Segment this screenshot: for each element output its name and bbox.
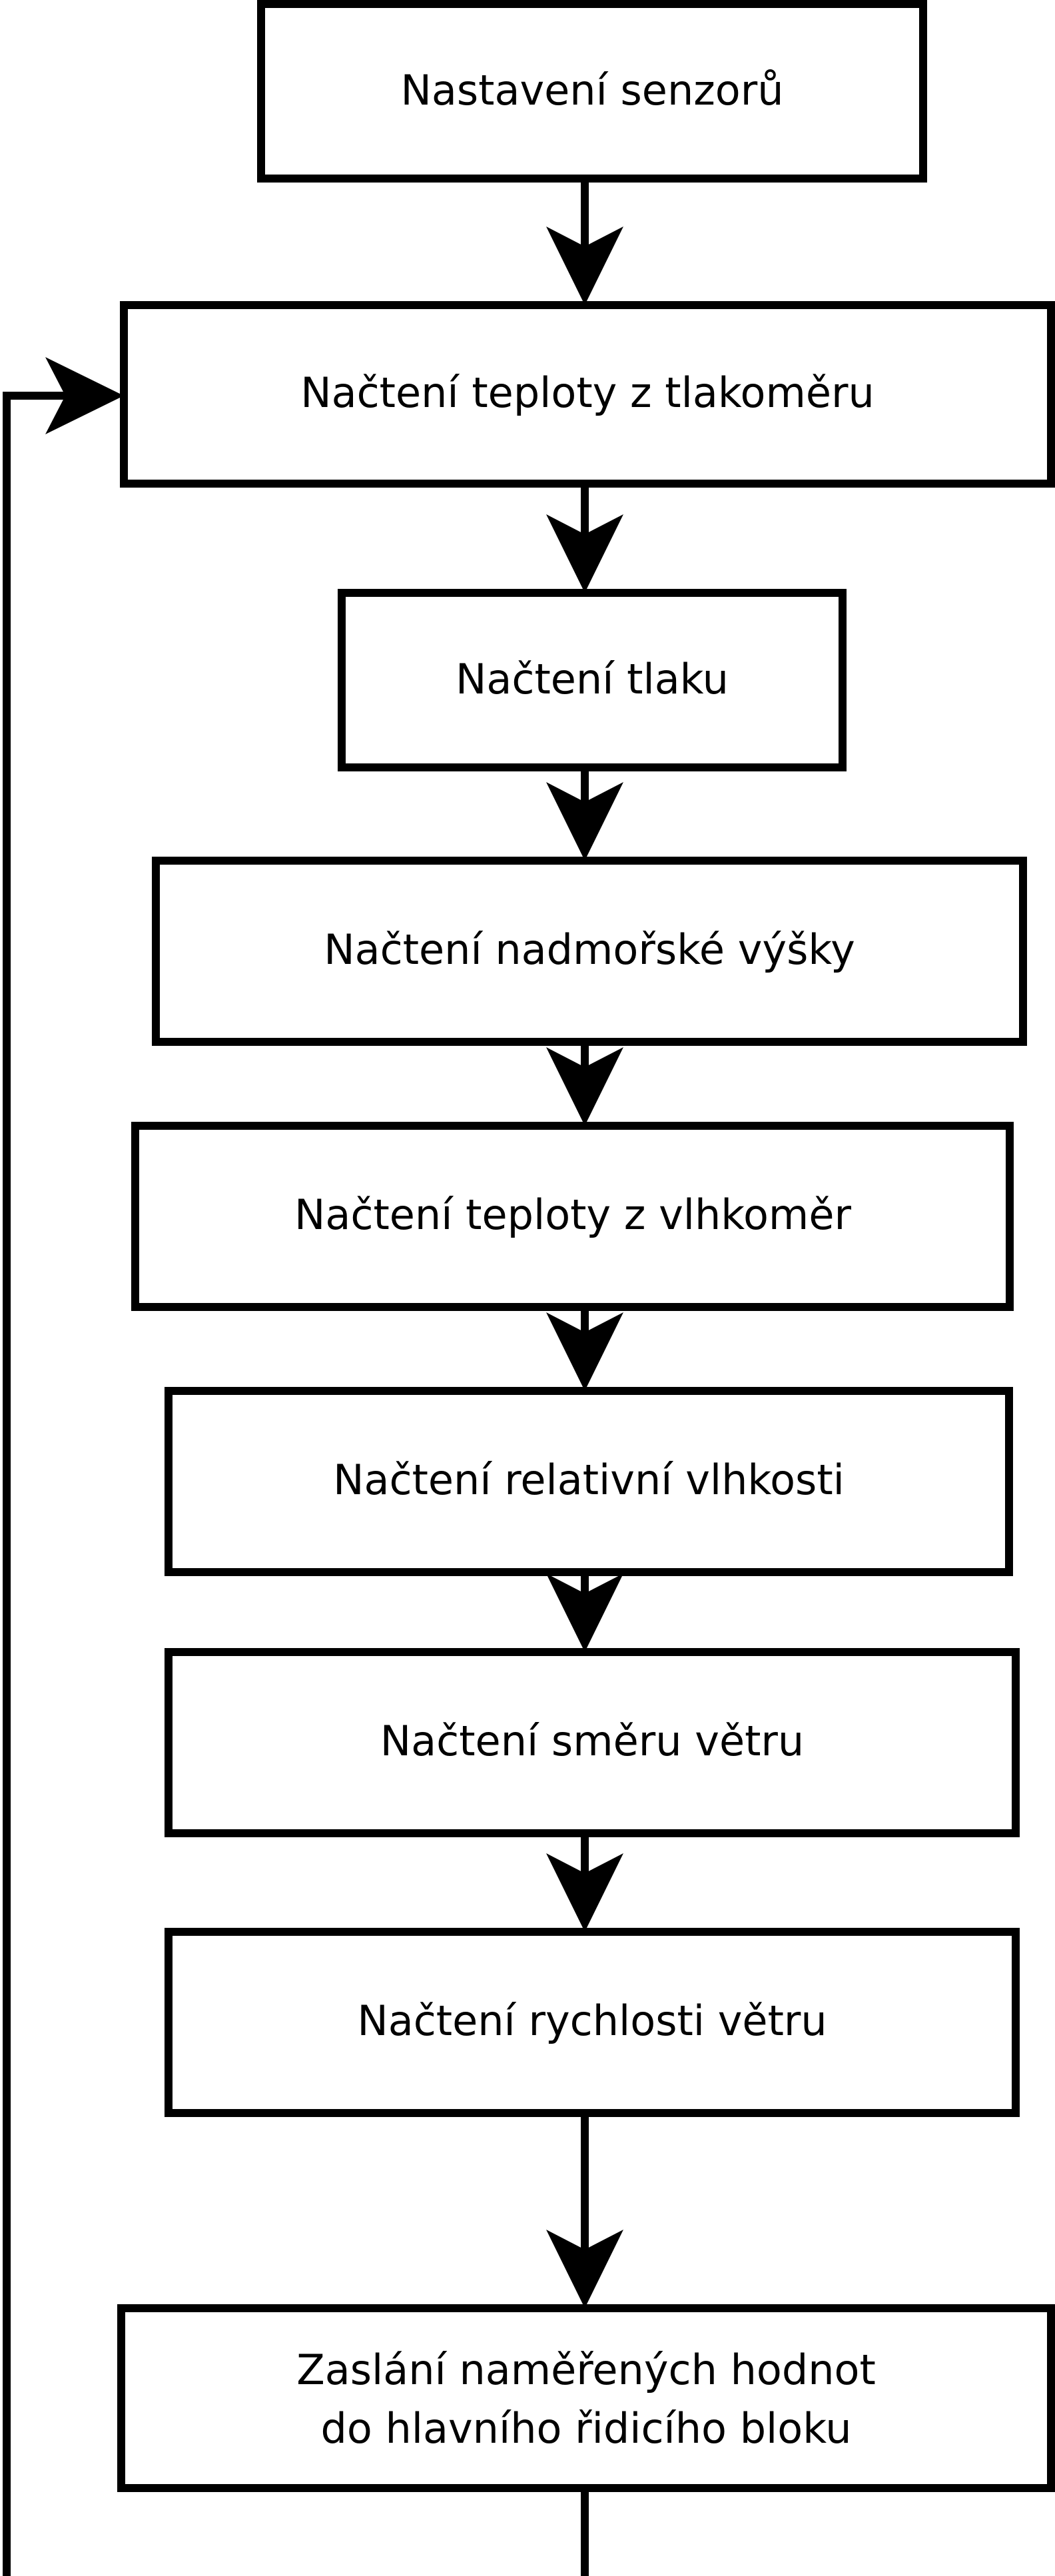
arrow-down-icon (546, 1047, 623, 1126)
edge-n1-n2 (546, 179, 623, 305)
node-label: Nastavení senzorů (400, 66, 783, 115)
edge-n5-n6 (546, 1307, 623, 1391)
node-nacteni-nadmorske-vysky[interactable]: Načtení nadmořské výšky (152, 857, 1027, 1046)
edge-n3-n4 (546, 767, 623, 861)
node-box[interactable] (131, 1122, 1014, 1311)
arrow-down-icon (546, 2230, 623, 2308)
node-label: Načtení nadmořské výšky (324, 925, 855, 974)
node-zaslani-namerenych-hodnot[interactable]: Zaslání naměřených hodnot do hlavního ři… (117, 2304, 1055, 2492)
node-box[interactable] (165, 1387, 1013, 1576)
edge-n6-n7 (546, 1572, 623, 1652)
node-nacteni-rychlosti-vetru[interactable]: Načtení rychlosti větru (165, 1928, 1020, 2117)
node-box[interactable] (257, 0, 927, 183)
node-label-line-1: Zaslání naměřených hodnot (296, 2346, 876, 2394)
edge-feedback-loop (3, 357, 589, 2576)
arrow-down-icon (546, 782, 623, 861)
node-box[interactable] (165, 1648, 1020, 1837)
node-label: Načtení rychlosti větru (357, 1996, 827, 2045)
node-label: Načtení směru větru (380, 1717, 804, 1765)
node-label: Načtení relativní vlhkosti (333, 1456, 845, 1504)
edge-n2-n3 (546, 484, 623, 593)
node-nacteni-tlaku[interactable]: Načtení tlaku (338, 589, 847, 771)
node-nastaveni-senzoru[interactable]: Nastavení senzorů (257, 0, 927, 183)
edge-n7-n8 (546, 1833, 623, 1932)
arrow-down-icon (546, 1573, 623, 1652)
node-nacteni-smeru-vetru[interactable]: Načtení směru větru (165, 1648, 1020, 1837)
arrow-down-icon (546, 1853, 623, 1932)
node-label: Načtení tlaku (456, 655, 729, 703)
node-label: Načtení teploty z vlhkoměr (294, 1190, 851, 1239)
node-box[interactable] (120, 301, 1055, 488)
edge-n4-n5 (546, 1042, 623, 1126)
node-label-line-2: do hlavního řidicího bloku (320, 2404, 851, 2453)
arrow-down-icon (546, 514, 623, 593)
node-nacteni-teploty-z-vlhkomer[interactable]: Načtení teploty z vlhkoměr (131, 1122, 1014, 1311)
node-nacteni-relativni-vlhkosti[interactable]: Načtení relativní vlhkosti (165, 1387, 1013, 1576)
node-box[interactable] (117, 2304, 1055, 2492)
feedback-loop-arrow-head-icon (45, 357, 124, 434)
node-label: Načtení teploty z tlakoměru (300, 368, 875, 417)
node-nacteni-teploty-z-tlakomeru[interactable]: Načtení teploty z tlakoměru (120, 301, 1055, 488)
node-box[interactable] (152, 857, 1027, 1046)
arrow-down-icon (546, 226, 623, 305)
edge-n8-n9 (546, 2113, 623, 2308)
node-box[interactable] (165, 1928, 1020, 2117)
feedback-loop-path (3, 392, 589, 2576)
arrow-down-icon (546, 1312, 623, 1391)
node-box[interactable] (338, 589, 847, 771)
